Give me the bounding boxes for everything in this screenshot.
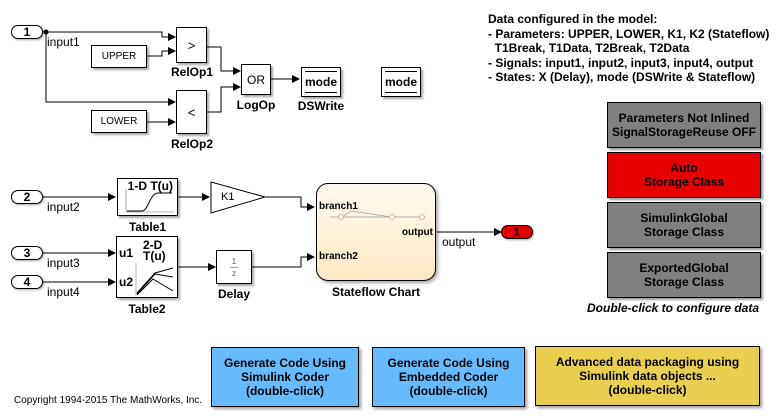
delay-block[interactable]: 1 z xyxy=(216,250,252,284)
constant-lower[interactable]: LOWER xyxy=(91,110,147,133)
button-line: Simulink Coder xyxy=(240,370,329,384)
constant-lower-text: LOWER xyxy=(100,116,138,127)
copyright-text: Copyright 1994-2015 The MathWorks, Inc. xyxy=(14,395,203,406)
constant-upper[interactable]: UPPER xyxy=(91,45,147,68)
inport-2[interactable]: 2 xyxy=(11,190,43,204)
signal-label-output: output xyxy=(442,235,476,249)
button-line: Advanced data packaging using xyxy=(555,355,740,369)
logop-block[interactable]: OR xyxy=(241,64,271,95)
wire-input1-relop2 xyxy=(45,32,176,106)
wire-upper-relop1 xyxy=(147,47,176,57)
button-line: (double-click) xyxy=(245,384,324,398)
wire-gain-stateflow xyxy=(266,196,315,211)
button-line: Parameters Not Inlined xyxy=(618,111,750,125)
delay-numerator: 1 xyxy=(231,256,237,266)
table2-block[interactable]: 2-D T(u) u1 u2 xyxy=(116,236,178,298)
signal-label-input4: input4 xyxy=(47,285,80,299)
signal-label-input2: input2 xyxy=(47,200,80,214)
table2-surface-icon xyxy=(135,263,174,296)
button-line: Embedded Coder xyxy=(398,370,499,384)
logop-label: LogOp xyxy=(236,98,276,112)
stateflow-chart-block[interactable]: branch1 branch2 output xyxy=(316,183,436,281)
delay-label: Delay xyxy=(217,287,251,301)
button-line: SignalStorageReuse OFF xyxy=(611,125,757,139)
stateflow-chart-label: Stateflow Chart xyxy=(331,285,420,299)
relop1-block[interactable]: > xyxy=(176,27,207,63)
table1-label: Table1 xyxy=(128,220,167,234)
info-line: Data configured in the model: xyxy=(488,12,658,26)
stateflow-flow-icon xyxy=(330,210,425,220)
simulinkglobal-storage-class-button[interactable]: SimulinkGlobal Storage Class xyxy=(607,202,761,248)
button-line: Simulink data objects ... xyxy=(579,369,716,383)
table2-port-u2: u2 xyxy=(119,275,134,289)
table1-curve-icon xyxy=(125,189,174,213)
button-line: ExportedGlobal xyxy=(639,261,729,275)
wire-delay-stateflow xyxy=(252,253,315,268)
relop2-symbol: < xyxy=(187,104,196,120)
button-line: Storage Class xyxy=(643,275,725,289)
info-line: - Signals: input1, input2, input3, input… xyxy=(488,55,754,70)
dswrite-label: DSWrite xyxy=(297,99,345,113)
stateflow-input-branch1: branch1 xyxy=(319,201,358,212)
relop1-symbol: > xyxy=(187,37,196,53)
inport-3[interactable]: 3 xyxy=(11,246,43,260)
wire-relop1-logop xyxy=(207,46,241,75)
stateflow-input-branch2: branch2 xyxy=(319,251,358,262)
model-data-description: Data configured in the model:- Parameter… xyxy=(488,12,769,85)
table2-label: Table2 xyxy=(128,302,166,316)
button-line: Storage Class xyxy=(643,225,725,239)
info-line: - Parameters: UPPER, LOWER, K1, K2 (Stat… xyxy=(488,26,770,41)
advanced-data-packaging-button[interactable]: Advanced data packaging using Simulink d… xyxy=(535,346,760,406)
dswrite-block[interactable]: mode xyxy=(301,67,341,97)
constant-upper-text: UPPER xyxy=(101,51,137,62)
button-line: Generate Code Using xyxy=(223,356,347,370)
signal-label-input1: input1 xyxy=(47,35,80,49)
inport-1[interactable]: 1 xyxy=(11,25,43,39)
button-line: Generate Code Using xyxy=(387,356,510,370)
logop-symbol: OR xyxy=(247,72,265,87)
gain-text: K1 xyxy=(221,191,235,203)
parameters-not-inlined-button[interactable]: Parameters Not Inlined SignalStorageReus… xyxy=(607,102,761,148)
table2-port-u1: u1 xyxy=(119,246,134,260)
button-line: Storage Class xyxy=(643,175,725,189)
stateflow-output-port: output xyxy=(401,227,433,238)
button-line: (double-click) xyxy=(608,383,687,397)
info-line: T1Break, T1Data, T2Break, T2Data xyxy=(488,41,690,55)
outport-1[interactable]: 1 xyxy=(501,225,533,239)
table2-title-line1: 2-D xyxy=(143,238,163,252)
button-line: Auto xyxy=(670,161,698,175)
inport-4[interactable]: 4 xyxy=(11,275,43,289)
relop1-label: RelOp1 xyxy=(170,65,213,79)
table1-title: 1-D T(u) xyxy=(127,179,173,193)
gain-block[interactable] xyxy=(210,181,270,215)
configure-data-hint: Double-click to configure data xyxy=(587,301,760,315)
data-store-memory-block[interactable]: mode xyxy=(381,67,421,97)
button-line: SimulinkGlobal xyxy=(640,211,728,225)
auto-storage-class-button[interactable]: Auto Storage Class xyxy=(607,152,761,198)
button-line: (double-click) xyxy=(409,384,488,398)
wire-relop2-logop xyxy=(207,83,241,113)
info-line: - States: X (Delay), mode (DSWrite & Sta… xyxy=(488,70,756,84)
generate-embedded-coder-button[interactable]: Generate Code Using Embedded Coder (doub… xyxy=(372,347,525,407)
table2-title-line2: T(u) xyxy=(143,249,166,263)
signal-label-input3: input3 xyxy=(47,256,80,270)
exportedglobal-storage-class-button[interactable]: ExportedGlobal Storage Class xyxy=(607,252,761,298)
wire-input1-relop1 xyxy=(43,31,176,41)
relop2-label: RelOp2 xyxy=(170,137,213,151)
table1-block[interactable]: 1-D T(u) xyxy=(117,178,178,216)
delay-denominator: z xyxy=(232,268,236,278)
relop2-block[interactable]: < xyxy=(176,90,207,134)
generate-simulink-coder-button[interactable]: Generate Code Using Simulink Coder (doub… xyxy=(211,347,359,407)
